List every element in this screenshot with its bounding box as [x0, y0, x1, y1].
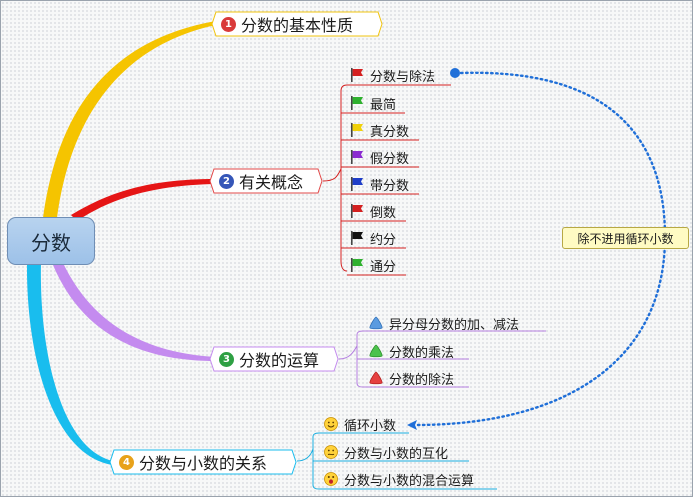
subtopic-label: 分数的乘法: [389, 345, 455, 361]
subtopic-label: 带分数: [370, 178, 410, 194]
subtopic-label: 假分数: [370, 151, 410, 167]
subtopic-mixed-number[interactable]: 带分数: [349, 173, 409, 195]
topic-1-label: 分数的基本性质: [241, 16, 354, 35]
topic-3[interactable]: 3 分数的运算: [209, 346, 339, 372]
green-flag-icon: [351, 96, 363, 110]
subtopic-reciprocal[interactable]: 倒数: [349, 200, 396, 222]
topic-1[interactable]: 1 分数的基本性质: [211, 11, 383, 37]
red-triangle-icon: [369, 371, 383, 385]
subtopic-simplest[interactable]: 最简: [349, 92, 396, 114]
topic-4[interactable]: 4 分数与小数的关系: [109, 449, 297, 475]
subtopic-unlike-add-subtract[interactable]: 异分母分数的加、减法: [368, 312, 519, 334]
red-flag-icon: [351, 204, 363, 218]
surprised-face-icon: [324, 472, 338, 486]
subtopic-label: 约分: [370, 232, 397, 248]
blue-triangle-icon: [369, 316, 383, 330]
callout-label: 除不进用循环小数: [577, 231, 674, 246]
subtopic-mixed-operations[interactable]: 分数与小数的混合运算: [323, 468, 474, 490]
subtopic-label: 倒数: [370, 205, 397, 221]
central-topic[interactable]: 分数: [7, 217, 95, 265]
subtopic-label: 真分数: [370, 124, 410, 140]
central-topic-label: 分数: [31, 230, 71, 255]
green-flag-icon: [351, 258, 363, 272]
subtopic-improper-fraction[interactable]: 假分数: [349, 146, 409, 168]
topic-4-label: 分数与小数的关系: [139, 454, 268, 473]
subtopic-label: 通分: [370, 259, 397, 275]
topic-4-connectors: [296, 432, 497, 490]
red-flag-icon: [351, 68, 363, 82]
topic-2-number-badge: 2: [219, 173, 234, 189]
topic-3-connectors: [338, 330, 546, 388]
relationship-start-dot: [450, 68, 460, 78]
topic-2-connectors: [322, 84, 451, 276]
relationship-arrowhead: [407, 420, 417, 430]
black-flag-icon: [351, 231, 363, 245]
topic-4-number-badge: 4: [119, 454, 134, 470]
subtopic-label: 最简: [370, 97, 397, 113]
subtopic-reduce[interactable]: 约分: [349, 227, 396, 249]
subtopic-label: 异分母分数的加、减法: [389, 317, 520, 333]
topic-1-number-badge: 1: [221, 16, 236, 32]
branch-3: [53, 263, 216, 361]
subtopic-label: 分数的除法: [389, 372, 455, 388]
subtopic-label: 分数与除法: [370, 69, 436, 85]
branch-2: [71, 179, 216, 221]
smile-face-icon: [324, 417, 338, 431]
branch-4: [26, 263, 113, 465]
topic-3-label: 分数的运算: [239, 351, 320, 370]
green-triangle-icon: [369, 344, 383, 358]
subtopic-repeating-decimal[interactable]: 循环小数: [323, 413, 396, 435]
subtopic-label: 分数与小数的互化: [344, 446, 449, 462]
subtopic-label: 循环小数: [344, 418, 397, 434]
subtopic-division[interactable]: 分数的除法: [368, 367, 454, 389]
subtopic-multiplication[interactable]: 分数的乘法: [368, 340, 454, 362]
puzzled-face-icon: [324, 445, 338, 459]
subtopic-conversion[interactable]: 分数与小数的互化: [323, 441, 448, 463]
yellow-flag-icon: [351, 123, 363, 137]
branch-1: [43, 21, 216, 218]
purple-flag-icon: [351, 150, 363, 164]
subtopic-label: 分数与小数的混合运算: [344, 473, 475, 489]
relationship-callout[interactable]: 除不进用循环小数: [562, 227, 689, 249]
topic-3-number-badge: 3: [219, 351, 234, 367]
topic-2[interactable]: 2 有关概念: [209, 168, 323, 194]
subtopic-fraction-division[interactable]: 分数与除法: [349, 64, 435, 86]
subtopic-proper-fraction[interactable]: 真分数: [349, 119, 409, 141]
subtopic-common-denominator[interactable]: 通分: [349, 254, 396, 276]
topic-2-label: 有关概念: [239, 173, 304, 192]
blue-flag-icon: [351, 177, 363, 191]
